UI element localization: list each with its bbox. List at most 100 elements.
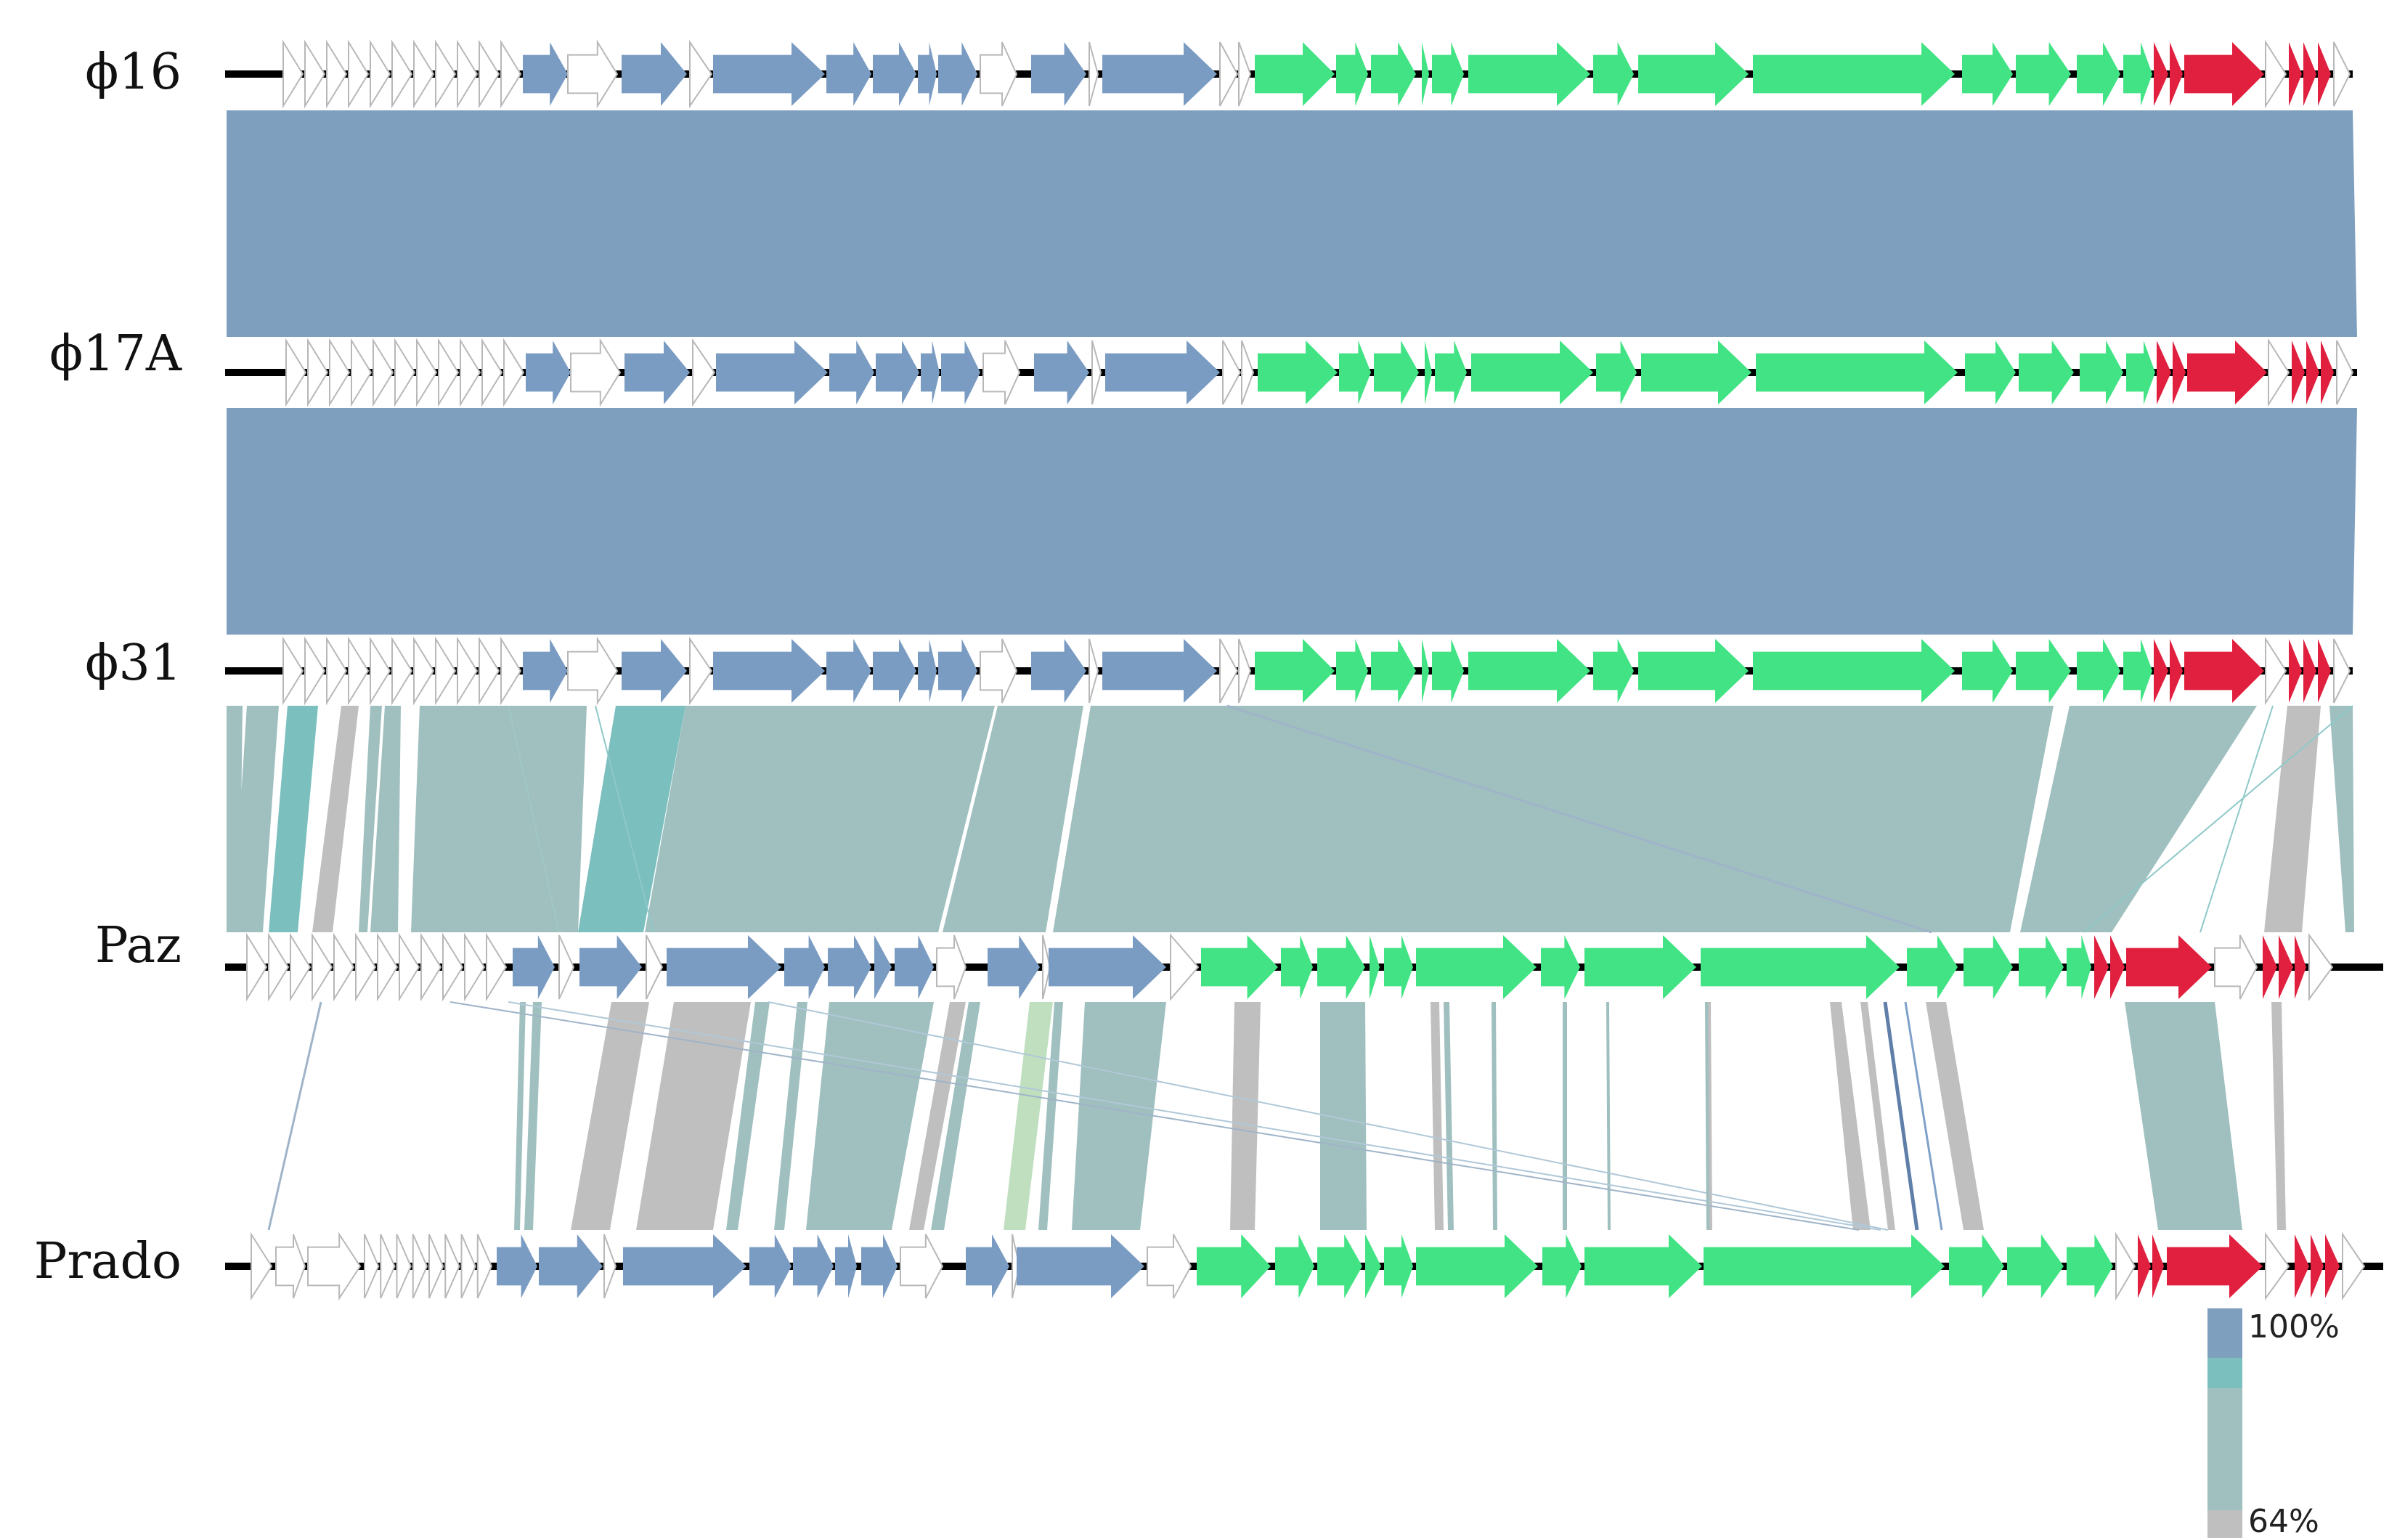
crossing-link [1904,1001,1943,1231]
gene-arrow [326,636,348,706]
gene-arrow [623,1234,746,1298]
gene-arrow [793,1234,834,1298]
gene-arrow [2170,639,2183,703]
legend-swatch-64 [2207,1510,2242,1538]
gene-arrow [784,935,825,999]
gene-arrow [567,39,619,109]
gene-arrow [2325,1234,2340,1298]
similarity-band-medium [943,706,1083,932]
gene-arrow [312,932,333,1002]
gene-arrow [874,935,892,999]
genome-track-phi31 [225,636,2353,706]
gene-arrow [2333,638,2351,704]
similarity-band-medium [2125,1002,2242,1230]
gene-arrow [2167,1234,2263,1298]
similarity-band-medium [1492,1002,1497,1230]
gene-arrow [1641,341,1751,404]
gene-arrow [667,935,781,999]
gene-arrow [380,1234,396,1299]
gene-arrow [1241,340,1255,405]
gene-arrow [2308,932,2334,1002]
gene-arrow [1049,935,1166,999]
gene-arrow [1422,639,1429,703]
identity-legend: 100% 64% [2207,1308,2340,1540]
genome-label-phi17a: ϕ17A [49,325,182,383]
gene-arrow [1031,639,1086,703]
gene-arrow [2311,1234,2324,1298]
legend-label-min: 64% [2248,1503,2319,1540]
gene-arrow [826,639,871,703]
gene-arrow [513,935,555,999]
gene-arrow [1701,935,1900,999]
gene-arrow [1088,638,1099,704]
gene-arrow [2019,935,2064,999]
gene-arrow [500,39,522,109]
gene-arrow [348,636,370,706]
gene-arrow [966,1234,1009,1298]
crossing-link [768,1001,1889,1231]
similarity-band-low [909,1002,966,1230]
gene-arrow [1238,41,1252,107]
gene-arrow [1370,935,1380,999]
gene-arrow [2067,935,2091,999]
gene-arrow [2067,1234,2113,1298]
gene-arrow [2007,1234,2064,1298]
gene-arrow [364,1234,380,1299]
gene-arrow [713,42,825,106]
gene-arrow [941,341,980,404]
gene-arrow [246,932,268,1002]
gene-arrow [500,636,522,706]
gene-arrow [876,341,919,404]
similarity-band-medium [654,706,995,932]
gene-arrow [1371,42,1416,106]
crossing-link [449,1001,1860,1231]
gene-arrow [873,42,916,106]
genome-label-prado: Prado [34,1233,182,1290]
gene-arrow [624,341,690,404]
gene-arrow [290,932,312,1002]
similarity-band-high [269,706,318,932]
gene-arrow [873,639,916,703]
crossing-link [1705,1001,1709,1231]
gene-arrow [982,340,1021,405]
gene-arrow [1596,341,1637,404]
gene-arrow [646,934,664,1000]
similarity-band-medium [1444,1002,1454,1230]
gene-arrow [268,932,290,1002]
gene-arrow [716,341,828,404]
similarity-band-low [1230,1002,1261,1230]
gene-arrow [980,638,1018,704]
gene-arrow [1416,935,1537,999]
gene-arrow [351,338,373,407]
gene-arrow [2265,636,2287,706]
gene-arrow [1105,341,1220,404]
gene-arrow [895,935,934,999]
gene-arrow [348,39,370,109]
gene-arrow [2295,1234,2309,1298]
gene-arrow [457,636,479,706]
gene-arrow [1416,1234,1538,1298]
crossing-link [1883,1001,1919,1231]
gene-arrow [900,1234,944,1299]
gene-arrow [428,1234,444,1299]
gene-arrow [2318,42,2331,106]
gene-arrow [416,338,438,407]
similarity-band-low [585,1002,649,1230]
gene-arrow [1258,341,1338,404]
gene-arrow [570,338,622,407]
gene-arrow [444,1234,460,1299]
gene-arrow [479,636,500,706]
gene-arrow [829,341,874,404]
similarity-band-medium [726,1002,770,1230]
similarity-band-low [1860,1002,1895,1230]
gene-arrow [1584,935,1696,999]
gene-arrow [2342,1231,2366,1301]
gene-arrow [2154,639,2168,703]
genome-track-paz [225,932,2383,1002]
gene-arrow [1962,42,2013,106]
gene-arrow [988,935,1040,999]
similarity-band-low [2271,1002,2286,1230]
similarity-band-medium [232,706,279,932]
gene-arrow [2184,42,2264,106]
gene-arrow [2126,935,2212,999]
